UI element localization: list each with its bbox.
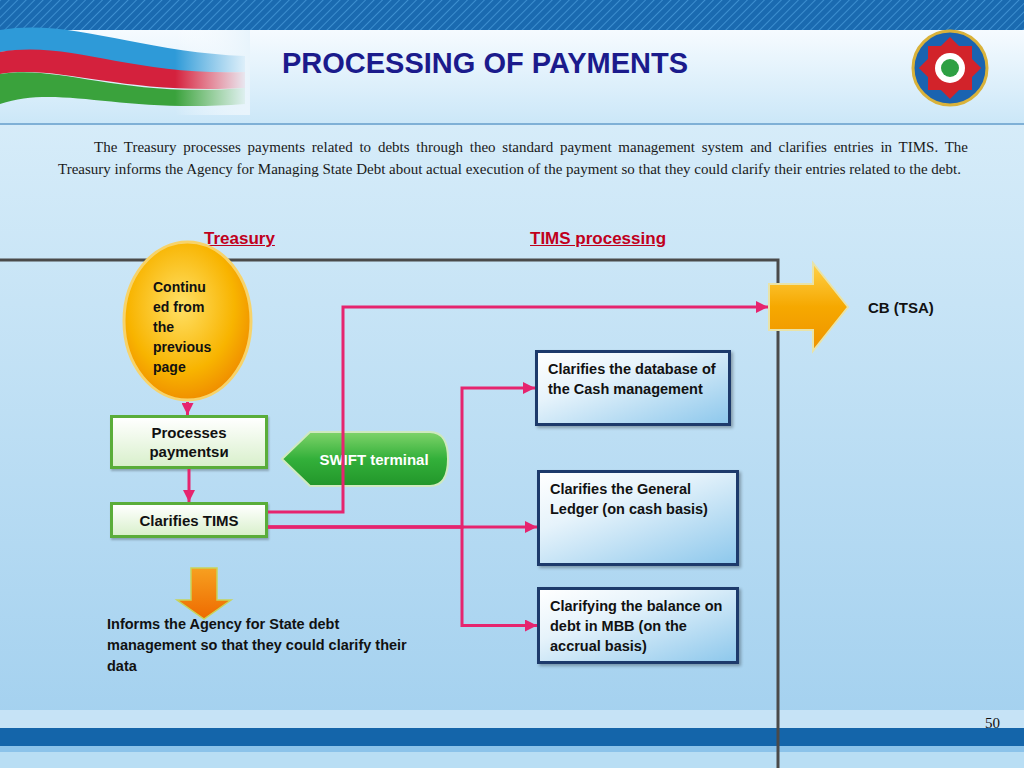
body-band xyxy=(0,124,1024,724)
process-box: Clarifies the General Ledger (on cash ba… xyxy=(537,470,739,566)
node-text: Clarifying the balance on debt in MBB (o… xyxy=(550,596,728,656)
node-text: Continued from the previous page xyxy=(153,277,213,377)
footer-band xyxy=(0,752,1024,768)
flag-swirl xyxy=(0,27,250,115)
slide-title: PROCESSING OF PAYMENTS xyxy=(150,47,820,80)
node-text: Clarifies the database of the Cash manag… xyxy=(548,359,720,399)
terminal-arrow: SWIFT terminal xyxy=(280,430,450,488)
process-box: Clarifies TIMS xyxy=(110,502,268,538)
flow-connector xyxy=(268,527,537,626)
node-text: Clarifies TIMS xyxy=(139,511,238,530)
footer-band xyxy=(0,728,1024,746)
intro-paragraph: The Treasury processes payments related … xyxy=(58,136,968,180)
page-number: 50 xyxy=(985,715,1015,732)
flow-connector xyxy=(268,388,535,527)
section-frame xyxy=(0,260,778,768)
node-text: SWIFT terminal xyxy=(319,450,428,469)
flow-connector xyxy=(186,402,189,415)
process-box: Clarifies the database of the Cash manag… xyxy=(535,350,731,426)
target-arrow: CB (TSA) xyxy=(768,262,968,352)
footer-band xyxy=(0,710,1024,728)
start-circle: Continued from the previous page xyxy=(122,240,253,402)
column-heading: TIMS processing xyxy=(530,229,730,249)
process-box: Processes paymentsи xyxy=(110,415,268,469)
process-box: Clarifying the balance on debt in MBB (o… xyxy=(537,587,739,664)
header-rule xyxy=(0,123,1024,125)
header-band xyxy=(0,30,1024,124)
flow-connector xyxy=(268,307,768,512)
flow-connector xyxy=(268,526,537,529)
node-text: Clarifies the General Ledger (on cash ba… xyxy=(550,479,728,519)
top-stripe xyxy=(0,0,1024,30)
note-text: Informs the Agency for State debt manage… xyxy=(107,614,407,677)
down-arrow xyxy=(177,568,231,619)
state-emblem xyxy=(913,31,987,105)
flow-connector xyxy=(188,469,191,502)
node-text: CB (TSA) xyxy=(868,299,934,316)
footer-band xyxy=(0,746,1024,752)
node-text: Processes paymentsи xyxy=(113,423,265,461)
start-circle-outline xyxy=(122,240,253,402)
column-heading: Treasury xyxy=(204,229,324,249)
